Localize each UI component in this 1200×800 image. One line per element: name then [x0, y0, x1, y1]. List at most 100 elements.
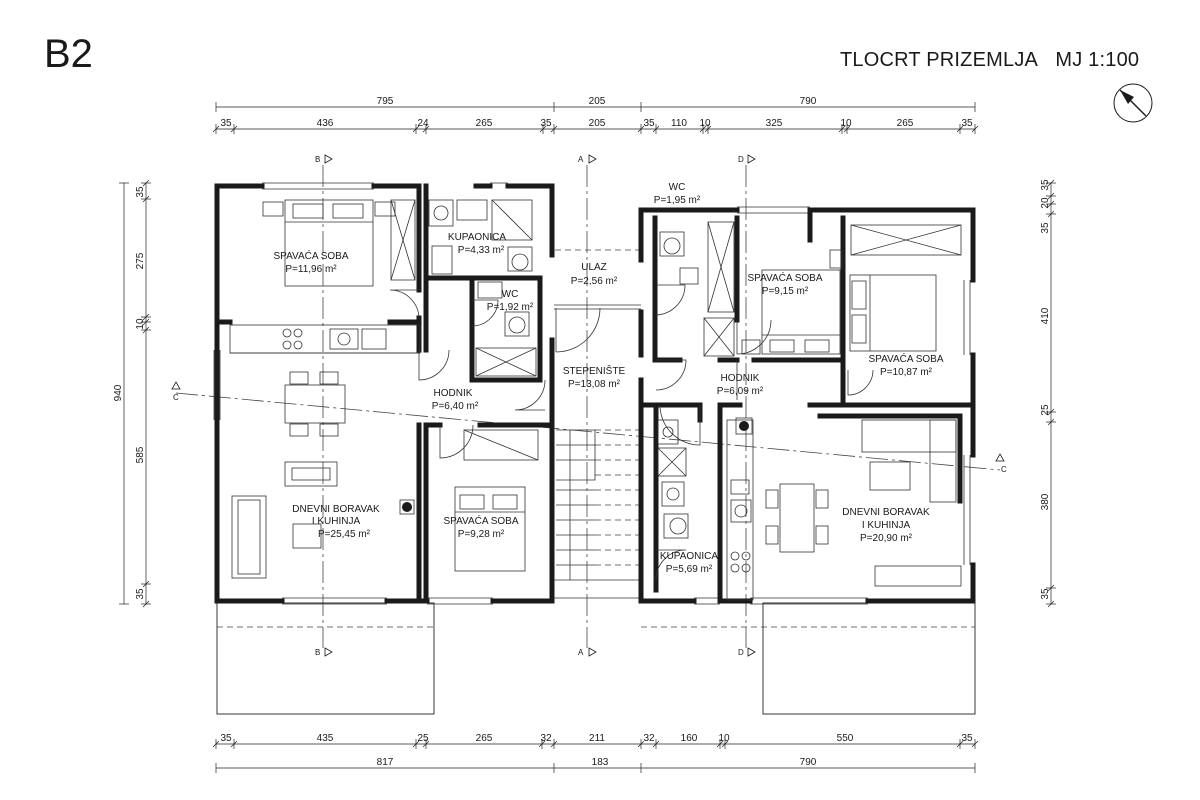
right-bedroom-bed-2: [847, 224, 962, 396]
room-right-bathroom-name: KUPAONICA: [660, 551, 718, 562]
section-d-top-label: D: [738, 155, 744, 164]
dim-bottom-3: 25: [417, 733, 429, 744]
dim-top-1: 35: [220, 118, 232, 129]
dim-right-4: 410: [1040, 307, 1051, 324]
dim-right-5: 25: [1040, 404, 1051, 416]
right-kitchen-counter: [726, 417, 754, 601]
room-right-hall-area: P=6,09 m²: [717, 386, 764, 397]
dim-bottom-7: 32: [643, 733, 655, 744]
room-left-bedroom-area: P=11,96 m²: [285, 264, 337, 275]
dim-bottom-overall-3: 790: [800, 757, 817, 768]
dim-bottom-10: 550: [837, 733, 854, 744]
terrace-right: [641, 602, 976, 715]
dim-top-6: 205: [589, 118, 606, 129]
dim-top-4: 265: [476, 118, 493, 129]
room-staircase-area: P=13,08 m²: [568, 379, 621, 390]
dim-right-1: 35: [1040, 179, 1051, 191]
dim-bottom-2: 435: [317, 733, 334, 744]
right-bathroom-fixtures: [655, 419, 689, 581]
dimension-bottom-overall: 817 183 790: [215, 757, 976, 773]
room-left-bedroom-name: SPAVAĆA SOBA: [273, 249, 348, 262]
compass-north-arrow: [1113, 83, 1153, 123]
plan-title: TLOCRT PRIZEMLJA MJ 1:100: [840, 48, 1139, 72]
dim-top-13: 35: [961, 118, 973, 129]
room-left-bathroom-name: KUPAONICA: [448, 232, 506, 243]
section-b-bottom-label: B: [315, 648, 320, 657]
right-unit-walls: [638, 207, 976, 604]
left-bedroom-bed: [262, 199, 416, 287]
room-left-hall-area: P=6,40 m²: [432, 401, 479, 412]
dim-left-3: 10: [135, 318, 146, 330]
dimension-bottom-detail: 35 435 25 265 32 211 32 160 10 550 35: [212, 733, 979, 749]
dim-bottom-5: 32: [540, 733, 552, 744]
room-right-bathroom-area: P=5,69 m²: [666, 564, 713, 575]
room-left-living-area: P=25,45 m²: [318, 529, 371, 540]
dimension-top-overall: 795 205 790: [215, 96, 976, 112]
room-right-wc-area: P=1,95 m²: [654, 195, 701, 206]
room-left-living-name: DNEVNI BORAVAK: [292, 504, 380, 515]
room-right-bedroom1-area: P=9,15 m²: [762, 286, 809, 297]
dim-top-overall-2: 205: [589, 96, 606, 107]
room-right-living-name2: I KUHINJA: [862, 520, 911, 531]
left-dining-table: [284, 371, 346, 437]
section-line-a: A A: [578, 154, 597, 657]
room-entrance-area: P=2,56 m²: [571, 276, 618, 287]
room-left-bedroom2-area: P=9,28 m²: [458, 529, 505, 540]
dimension-right-detail: 35 20 35 410 25 380 35: [1040, 179, 1056, 608]
right-hall-doors: [655, 359, 738, 446]
dim-left-2: 275: [135, 252, 146, 269]
dim-top-10: 325: [766, 118, 783, 129]
room-left-bedroom2-name: SPAVAĆA SOBA: [443, 514, 518, 527]
dim-right-6: 380: [1040, 493, 1051, 510]
dim-bottom-overall-1: 817: [377, 757, 394, 768]
room-right-living-name: DNEVNI BORAVAK: [842, 507, 930, 518]
room-right-hall-name: HODNIK: [721, 373, 760, 384]
dim-bottom-11: 35: [961, 733, 973, 744]
dimension-top-detail: 35 436 24 265 35 205 35 110 10 325 10 26…: [212, 118, 979, 134]
dim-top-12: 265: [897, 118, 914, 129]
dim-right-2: 20: [1040, 197, 1051, 209]
room-right-wc-name: WC: [669, 182, 686, 193]
dim-bottom-4: 265: [476, 733, 493, 744]
room-right-bedroom1-name: SPAVAĆA SOBA: [747, 271, 822, 284]
section-d-bottom-label: D: [738, 648, 744, 657]
dim-top-2: 436: [317, 118, 334, 129]
section-c-left-label: C: [173, 393, 179, 402]
terrace-left: [216, 602, 435, 715]
dim-bottom-6: 211: [589, 733, 605, 744]
room-left-hall-name: HODNIK: [434, 388, 473, 399]
room-right-bedroom2-name: SPAVAĆA SOBA: [868, 352, 943, 365]
dim-top-5: 35: [540, 118, 552, 129]
dim-right-7: 35: [1040, 588, 1051, 600]
right-wc-fixtures: [654, 221, 735, 357]
dim-left-overall: 940: [113, 384, 124, 401]
dim-top-3: 24: [417, 118, 429, 129]
left-bedroom2-bed: [439, 424, 539, 572]
dim-left-4: 585: [135, 446, 146, 463]
dim-top-overall-3: 790: [800, 96, 817, 107]
plan-code: B2: [44, 32, 93, 76]
room-right-living-area: P=20,90 m²: [860, 533, 913, 544]
section-c-right-label: C: [1001, 465, 1007, 474]
dim-bottom-1: 35: [220, 733, 232, 744]
left-unit-walls: [214, 183, 555, 604]
room-left-living-name2: I KUHINJA: [312, 516, 361, 527]
dim-top-8: 110: [671, 118, 687, 129]
dim-bottom-9: 10: [718, 733, 730, 744]
staircase: [554, 249, 641, 599]
section-line-d: D D: [738, 154, 756, 657]
room-left-wc-area: P=1,92 m²: [487, 302, 534, 313]
left-hall-doors: [389, 289, 546, 411]
left-bathroom-fixtures: [428, 199, 533, 275]
room-entrance-name: ULAZ: [581, 262, 607, 273]
windows: [213, 182, 971, 605]
dim-right-3: 35: [1040, 222, 1051, 234]
dim-left-5: 35: [135, 588, 146, 600]
dim-bottom-8: 160: [681, 733, 698, 744]
dim-top-7: 35: [643, 118, 655, 129]
dimension-left-overall: 940: [113, 182, 129, 605]
section-a-top-label: A: [578, 155, 584, 164]
section-a-bottom-label: A: [578, 648, 584, 657]
room-left-wc-name: WC: [502, 289, 519, 300]
